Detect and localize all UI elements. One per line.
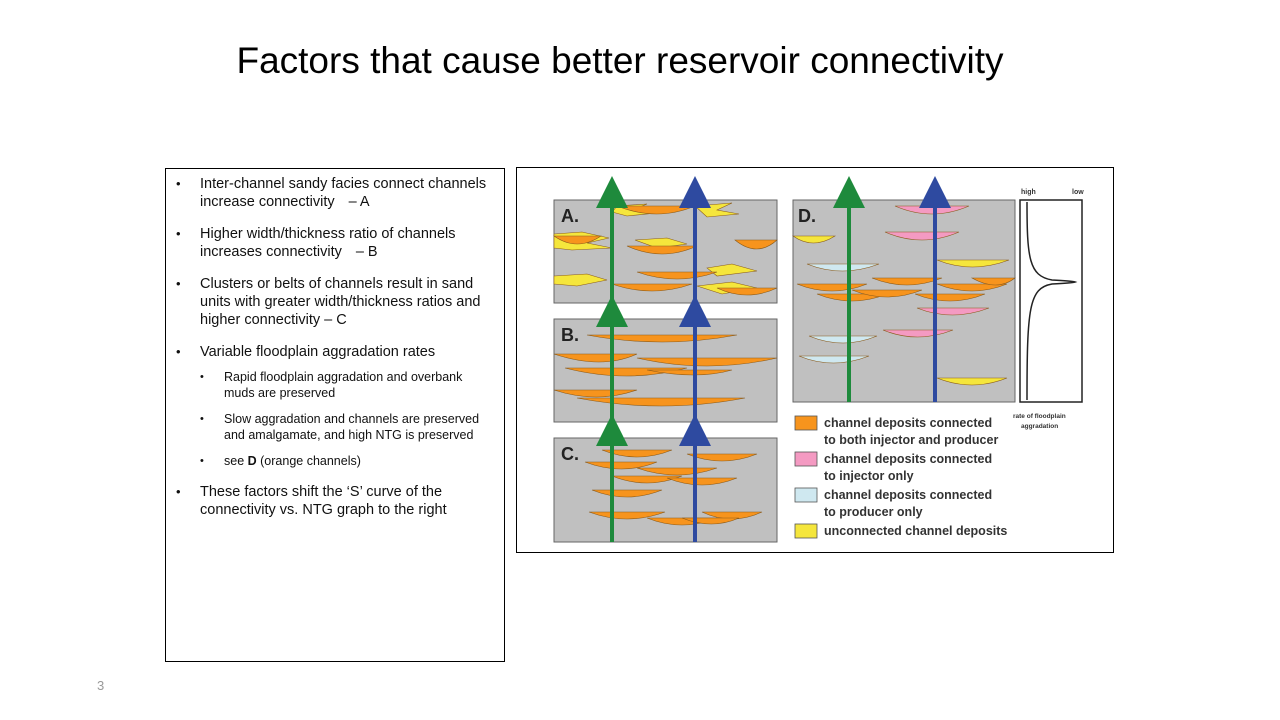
bullet-interchannel-tag: – A [348,194,370,210]
sub-bullet-rapid: Rapid floodplain aggradation and overban… [200,369,496,401]
bullet-aggradation-text: Variable floodplain aggradation rates [200,344,436,360]
panel-d-label: D. [798,206,816,226]
legend-injector-line2: to injector only [824,469,914,483]
legend-producer-line1: channel deposits connected [824,488,992,502]
panel-c-label: C. [561,444,579,464]
legend-both-line2: to both injector and producer [824,433,998,447]
bullet-interchannel-text: Inter-channel sandy facies connect chann… [200,176,487,210]
bullet-width-thickness: Higher width/thickness ratio of channels… [176,225,496,261]
bullet-s-curve: These factors shift the ‘S’ curve of the… [176,483,496,519]
legend-injector-line1: channel deposits connected [824,452,992,466]
legend-unconnected-line1: unconnected channel deposits [824,524,1007,538]
diagram-legend: channel deposits connected to both injec… [794,415,1007,539]
bullet-text-box: Inter-channel sandy facies connect chann… [165,168,505,662]
bullet-width-thickness-text: Higher width/thickness ratio of channels… [200,226,456,260]
slide-number: 3 [97,678,105,693]
sub-bullet-see-d: see D (orange channels) [200,453,496,469]
legend-swatch-lightblue [794,487,818,503]
aggradation-sub-list: Rapid floodplain aggradation and overban… [200,369,496,469]
panel-c: C. [553,437,778,543]
curve-axis-label-2: aggradation [1021,423,1058,430]
bullet-clusters: Clusters or belts of channels result in … [176,275,496,329]
legend-item-producer: channel deposits connected to producer o… [794,487,992,519]
legend-both-line1: channel deposits connected [824,416,992,430]
panel-d: D. [792,176,1016,403]
curve-axis-label-1: rate of floodplain [1013,413,1066,420]
curve-low-label: low [1072,189,1084,196]
panel-a-label: A. [561,206,579,226]
wells-abc [596,176,711,542]
connectivity-diagram: A. B. [516,167,1114,553]
curve-high-label: high [1021,189,1036,196]
sub-bullet-slow: Slow aggradation and channels are preser… [200,411,496,443]
bullet-aggradation: Variable floodplain aggradation rates Ra… [176,343,496,469]
sub-bullet-see-pre: see [224,454,248,468]
slide-title: Factors that cause better reservoir conn… [236,40,1004,81]
bullet-interchannel: Inter-channel sandy facies connect chann… [176,175,496,211]
legend-swatch-pink [794,451,818,467]
aggradation-curve: high low rate of floodplain aggradation [1013,189,1084,430]
panel-b-label: B. [561,325,579,345]
bullet-width-thickness-tag: – B [355,244,378,260]
legend-swatch-yellow [794,523,818,539]
panel-b: B. [553,318,778,423]
diagram-svg: A. B. [553,176,1084,543]
legend-item-unconnected: unconnected channel deposits [794,523,1007,539]
legend-item-injector: channel deposits connected to injector o… [794,451,992,483]
sub-bullet-see-bold: D [247,454,257,468]
panel-a: A. [553,199,778,304]
bullet-list: Inter-channel sandy facies connect chann… [166,169,504,519]
legend-swatch-orange [794,415,818,431]
legend-item-both: channel deposits connected to both injec… [794,415,998,447]
sub-bullet-see-post: (orange channels) [256,454,361,468]
legend-producer-line2: to producer only [824,505,923,519]
